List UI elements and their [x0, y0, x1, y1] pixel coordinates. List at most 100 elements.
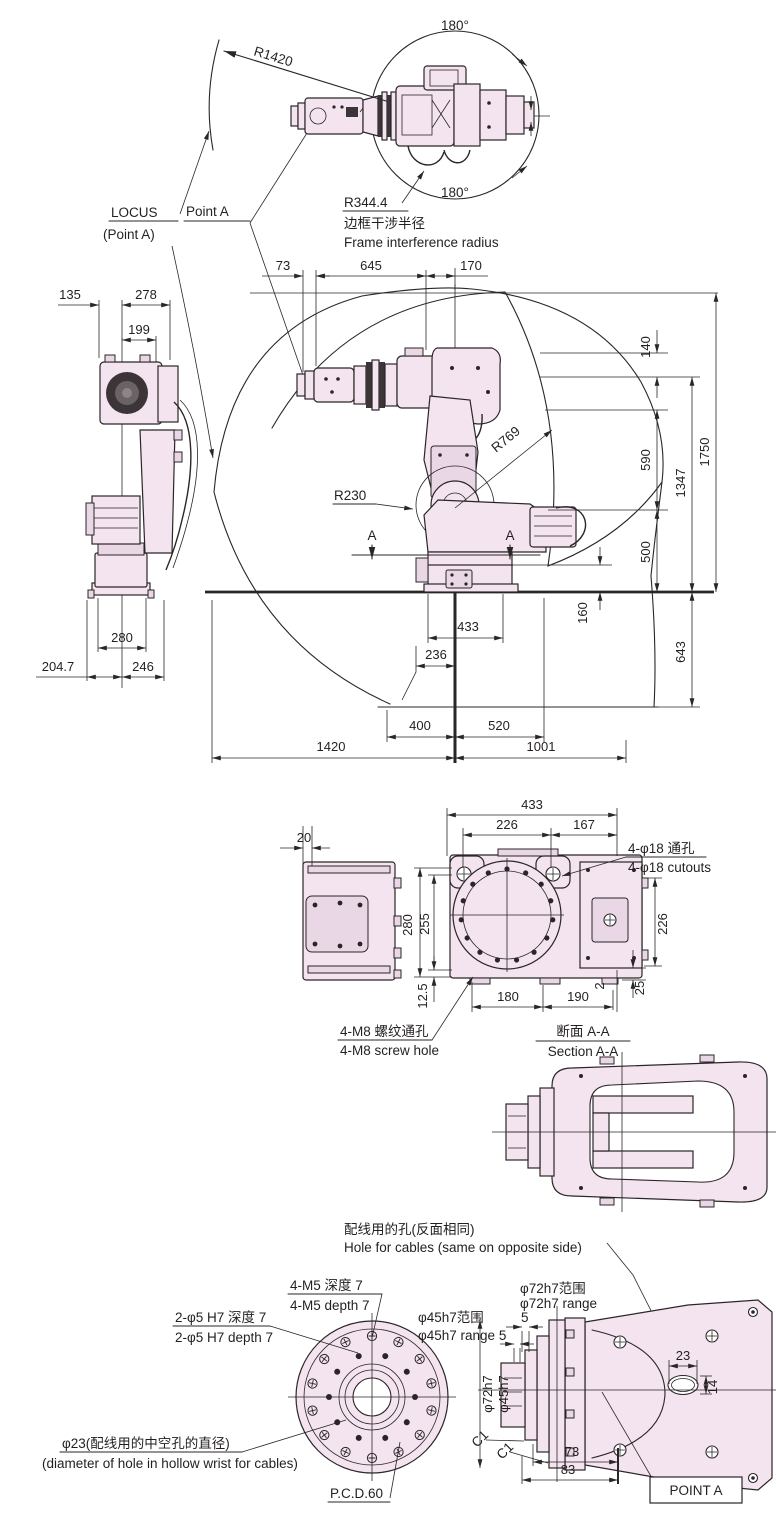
dim-73: 73: [565, 1444, 579, 1459]
dim-phi45h7: φ45h7: [496, 1375, 511, 1412]
label-cutout-cn: 4-φ18 通孔: [628, 841, 695, 856]
dim-1001: 1001: [527, 739, 556, 754]
robot-front-view: [296, 347, 587, 593]
label-m5-en: 4-M5 depth 7: [290, 1298, 370, 1313]
dim-643: 643: [673, 641, 688, 663]
main-view: R230 R769 A A 73 645 170 135 278 19: [36, 258, 719, 763]
label-point-a: Point A: [186, 204, 229, 219]
dim-433: 433: [457, 619, 479, 634]
dim-433-section: 433: [521, 797, 543, 812]
label-frame-en: Frame interference radius: [344, 235, 499, 250]
dim-23: 23: [676, 1348, 690, 1363]
section-letter-right: A: [505, 528, 514, 543]
section-title-en: Section A-A: [548, 1044, 619, 1059]
dim-400: 400: [409, 718, 431, 733]
dim-r344: R344.4: [344, 195, 388, 210]
top-detail-view: 180° 180° R1420 LOCUS (Point A) Point A …: [103, 18, 550, 459]
dim-25: 25: [632, 981, 647, 995]
label-locus: LOCUS: [111, 205, 158, 220]
section-letter-left: A: [367, 528, 376, 543]
wrist-side-small: [290, 95, 379, 137]
dim-167: 167: [573, 817, 595, 832]
dims-top: 73 645 170: [262, 258, 488, 372]
section-aa-view: [449, 848, 649, 985]
note-cable-cn: 配线用的孔(反面相同): [344, 1222, 475, 1237]
label-r45-en: φ45h7 range 5: [418, 1328, 506, 1343]
dim-280: 280: [111, 630, 133, 645]
dim-190: 190: [567, 989, 589, 1004]
dim-170: 170: [460, 258, 482, 273]
dims-left-top: 135 278 199: [58, 287, 171, 362]
work-envelope-inner: [271, 291, 663, 567]
label-r72-cn: φ72h7范围: [520, 1281, 586, 1296]
dim-204-7: 204.7: [42, 659, 75, 674]
dim-73: 73: [276, 258, 290, 273]
dim-246: 246: [132, 659, 154, 674]
flange-face-view: 4-M5 深度 7 4-M5 depth 7 2-φ5 H7 深度 7 2-φ5…: [42, 1278, 456, 1503]
robot-side-view: [85, 354, 198, 599]
dim-5-top: 5: [521, 1310, 529, 1325]
dim-14: 14: [705, 1380, 720, 1394]
dim-645: 645: [360, 258, 382, 273]
label-m5-cn: 4-M5 深度 7: [290, 1278, 363, 1293]
work-envelope-outer: [213, 287, 664, 708]
label-c1-a: C1: [469, 1427, 492, 1450]
dim-135: 135: [59, 287, 81, 302]
wrist-top-view: [492, 1052, 776, 1212]
label-screw-cn: 4-M8 螺纹通孔: [340, 1024, 429, 1039]
section-dims: 433 226 167 280 255 12.5 226 180 190 2 2…: [400, 797, 670, 1012]
section-view: 20 433: [280, 797, 711, 1059]
dim-180: 180: [497, 989, 519, 1004]
dim-1750: 1750: [697, 438, 712, 467]
dim-140: 140: [638, 336, 653, 358]
dim-199: 199: [128, 322, 150, 337]
dim-20: 20: [297, 830, 311, 845]
dim-255: 255: [417, 913, 432, 935]
dims-bottom: 433 236 400 520 1420 1001: [211, 594, 627, 763]
dim-12-5: 12.5: [415, 983, 430, 1008]
dim-520: 520: [488, 718, 510, 733]
dim-180-bottom: 180°: [441, 185, 469, 200]
label-pcd60: P.C.D.60: [330, 1486, 383, 1501]
section-title-cn: 断面 A-A: [556, 1024, 609, 1039]
note-cable-en: Hole for cables (same on opposite side): [344, 1240, 582, 1255]
dim-160: 160: [575, 602, 590, 624]
label-r72-en: φ72h7 range: [520, 1296, 597, 1311]
dim-phi72h7: φ72h7: [480, 1375, 495, 1412]
dim-236: 236: [425, 647, 447, 662]
dim-r1420: R1420: [252, 44, 294, 70]
dim-r230: R230: [334, 488, 366, 503]
dim-590: 590: [638, 449, 653, 471]
dim-226-section: 226: [496, 817, 518, 832]
dim-280-section: 280: [400, 914, 415, 936]
label-point-a-box: POINT A: [669, 1483, 722, 1498]
dim-r769: R769: [488, 423, 523, 455]
dims-left-bottom: 280 204.7 246: [36, 598, 165, 681]
point-a-box: [649, 1476, 743, 1504]
base-rear-view: 20: [280, 826, 402, 981]
dim-83: 83: [561, 1462, 575, 1477]
dim-1420: 1420: [317, 739, 346, 754]
label-locus-sub: (Point A): [103, 227, 155, 242]
wrist-side-view: φ72h7范围 φ72h7 range 5 φ45h7范围 φ45h7 rang…: [418, 1281, 776, 1504]
label-r45-cn: φ45h7范围: [418, 1310, 484, 1325]
label-h7-cn: 2-φ5 H7 深度 7: [175, 1310, 266, 1325]
dim-2: 2: [592, 982, 607, 989]
cable-hole-note: 配线用的孔(反面相同) Hole for cables (same on opp…: [344, 1222, 682, 1371]
label-cutout-en: 4-φ18 cutouts: [628, 860, 711, 875]
section-aa-marks: A A: [351, 528, 541, 560]
locus-arc-top: [208, 39, 220, 151]
wrist-head-small: [395, 65, 535, 166]
label-h7-en: 2-φ5 H7 depth 7: [175, 1330, 273, 1345]
label-screw-en: 4-M8 screw hole: [340, 1043, 439, 1058]
label-frame-cn: 边框干涉半径: [344, 216, 425, 231]
dim-278: 278: [135, 287, 157, 302]
dim-180-top: 180°: [441, 18, 469, 33]
dim-1347: 1347: [673, 469, 688, 498]
dim-500: 500: [638, 541, 653, 563]
label-d23-en: (diameter of hole in hollow wrist for ca…: [42, 1456, 298, 1471]
dims-right: 140 590 500 1347 1750 160 643: [250, 292, 719, 708]
dim-226-right: 226: [655, 913, 670, 935]
